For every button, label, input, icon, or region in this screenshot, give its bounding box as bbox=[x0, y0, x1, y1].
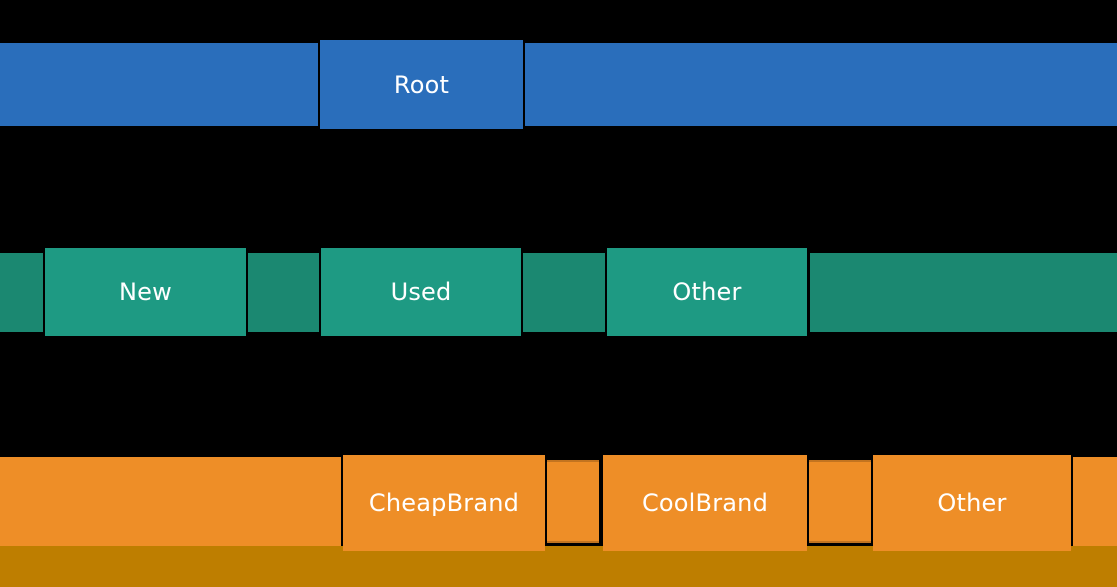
tile-unlabeled-level1[interactable] bbox=[810, 253, 1117, 332]
tile-unlabeled-level1[interactable] bbox=[523, 253, 605, 332]
tile-unlabeled-level1[interactable] bbox=[248, 253, 319, 332]
tile-unlabeled-level1[interactable] bbox=[0, 253, 43, 332]
tile-unlabeled-level2[interactable] bbox=[1073, 457, 1117, 546]
tile-other-level1[interactable]: Other bbox=[607, 248, 807, 336]
tile-cheapbrand-level2[interactable]: CheapBrand bbox=[343, 455, 545, 551]
tile-label: Other bbox=[672, 278, 742, 306]
tile-label: Root bbox=[393, 70, 450, 99]
tile-used-level1[interactable]: Used bbox=[321, 248, 521, 336]
tile-label: Used bbox=[390, 278, 452, 306]
tile-unlabeled-level0[interactable] bbox=[525, 43, 1117, 126]
tile-label: CoolBrand bbox=[641, 489, 769, 517]
tile-root-level0[interactable]: Root bbox=[320, 40, 523, 129]
tile-label: New bbox=[119, 278, 172, 306]
tile-label: Other bbox=[937, 489, 1007, 517]
tile-unlabeled-level3[interactable] bbox=[0, 546, 1117, 587]
tile-unlabeled-level2[interactable] bbox=[547, 460, 599, 543]
tile-unlabeled-level0[interactable] bbox=[0, 43, 318, 126]
tile-label: CheapBrand bbox=[368, 489, 520, 517]
tile-new-level1[interactable]: New bbox=[45, 248, 246, 336]
tile-other-level2[interactable]: Other bbox=[873, 455, 1071, 551]
tile-coolbrand-level2[interactable]: CoolBrand bbox=[603, 455, 807, 551]
tile-unlabeled-level2[interactable] bbox=[0, 457, 341, 546]
tile-unlabeled-level2[interactable] bbox=[809, 460, 871, 543]
